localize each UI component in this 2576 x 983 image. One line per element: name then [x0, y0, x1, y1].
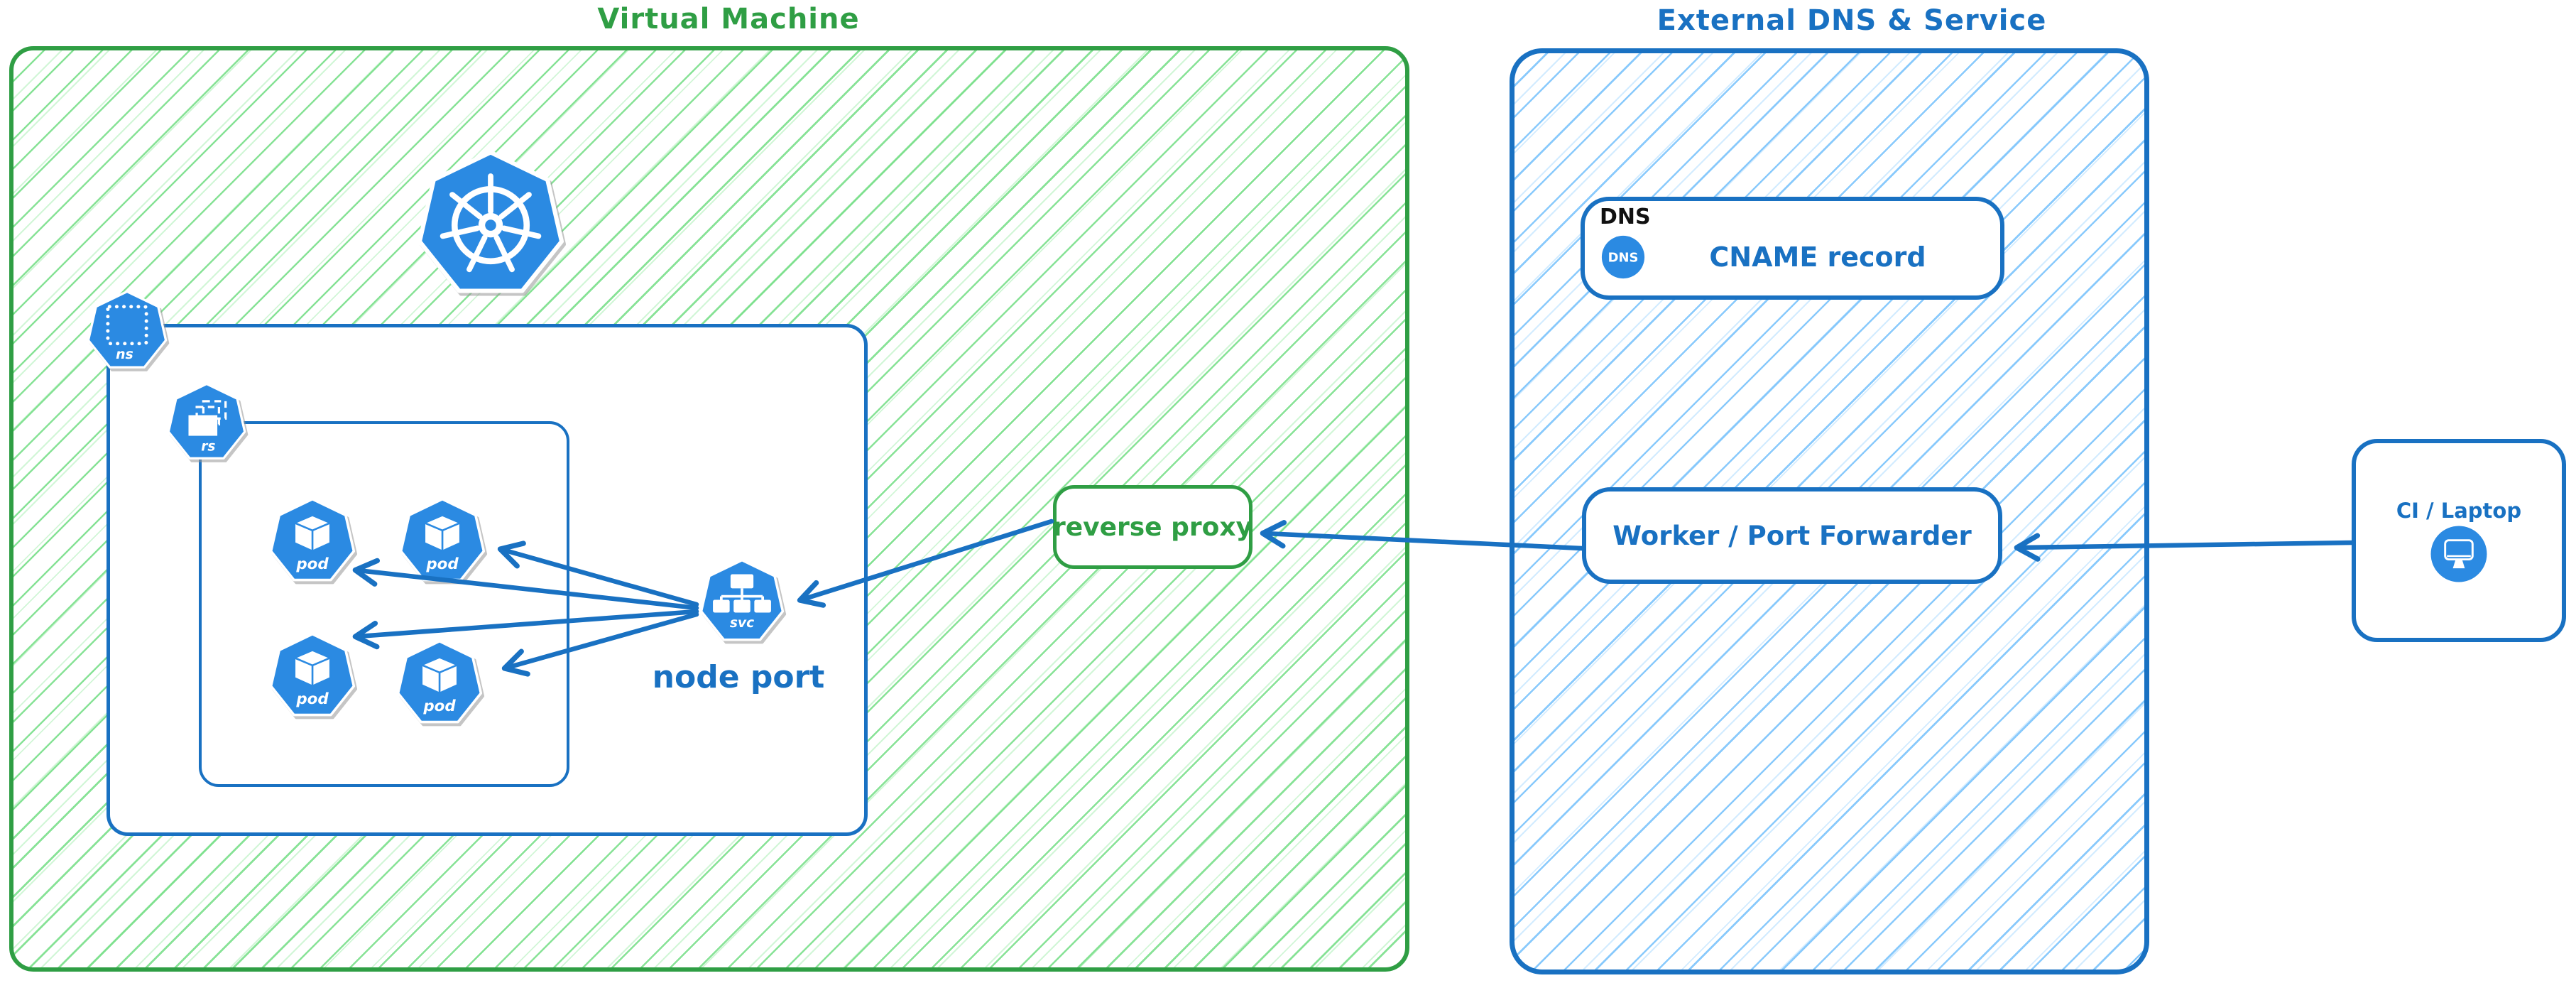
kubernetes-logo-icon	[417, 150, 564, 293]
replicaset-box	[199, 421, 569, 787]
reverse-proxy-box: reverse proxy	[1053, 485, 1252, 569]
reverse-proxy-label: reverse proxy	[1052, 512, 1253, 542]
pod-icon-label: pod	[425, 555, 459, 573]
dns-group-label: DNS	[1600, 205, 1651, 229]
pod-icon-label: pod	[422, 697, 456, 715]
pod-icon: pod	[396, 640, 483, 724]
replicaset-icon: rs	[167, 382, 246, 460]
node-port-label: node port	[652, 659, 825, 695]
pod-icon: pod	[269, 633, 356, 717]
dns-badge-label: DNS	[1608, 250, 1639, 265]
monitor-icon	[2430, 526, 2487, 582]
worker-port-forwarder-label: Worker / Port Forwarder	[1612, 520, 1972, 551]
pod-icon-label: pod	[295, 690, 329, 708]
cname-record-label: CNAME record	[1709, 241, 1926, 273]
namespace-icon-label: ns	[116, 347, 133, 362]
pod-icon-label: pod	[295, 555, 329, 573]
worker-port-forwarder-box: Worker / Port Forwarder	[1582, 487, 2002, 584]
service-icon: svc	[699, 558, 785, 641]
external-region-title: External DNS & Service	[1657, 4, 2047, 37]
namespace-icon: ns	[87, 290, 168, 369]
ci-laptop-label: CI / Laptop	[2396, 499, 2522, 523]
virtual-machine-region-title: Virtual Machine	[597, 3, 860, 36]
pod-icon: pod	[399, 498, 486, 582]
dns-badge-icon: DNS	[1601, 235, 1645, 279]
pod-icon: pod	[269, 498, 356, 582]
service-icon-label: svc	[730, 616, 754, 631]
replicaset-icon-label: rs	[201, 439, 215, 454]
dns-card	[1581, 197, 2004, 300]
